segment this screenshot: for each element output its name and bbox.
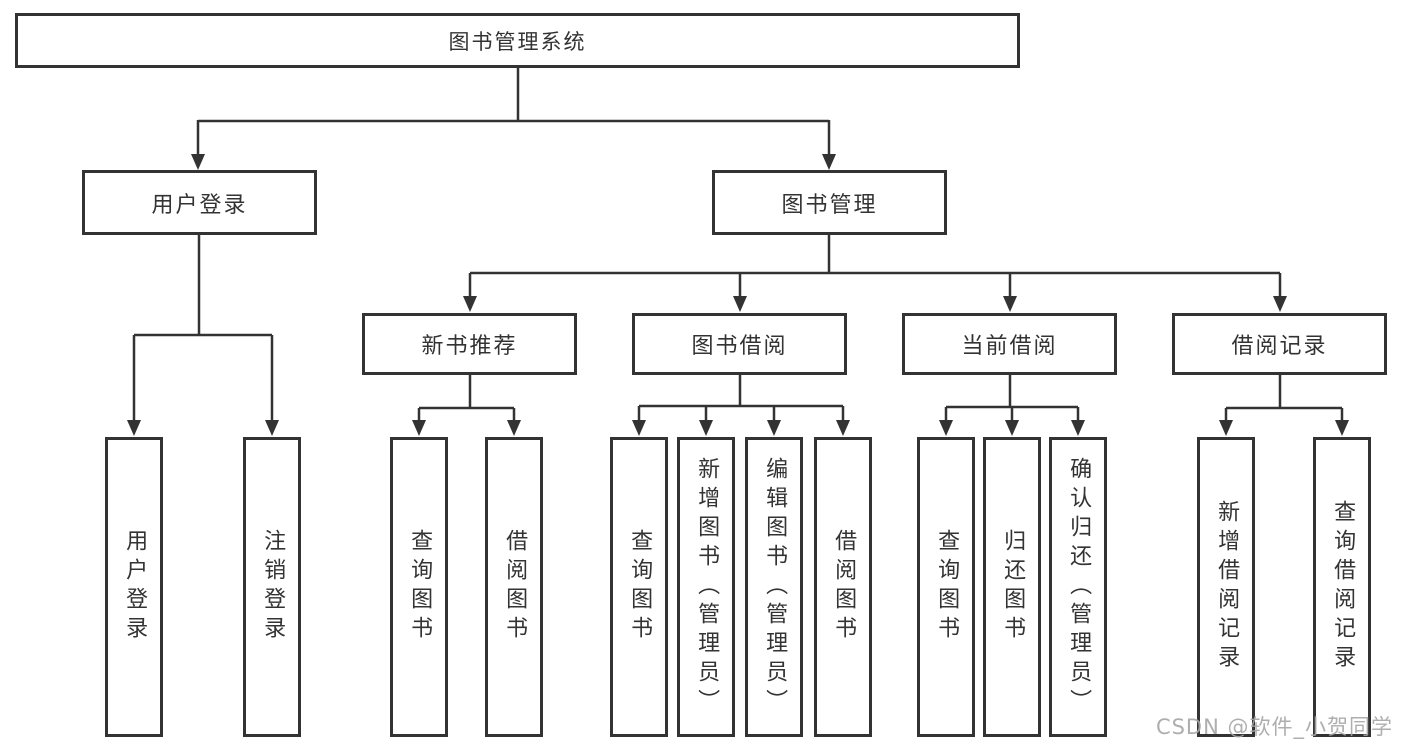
node-book-borrow: 图书借阅 <box>632 313 847 375</box>
tree-edges <box>132 68 1344 422</box>
node-borrow-edit-book-label: 编辑图书（管理员） <box>762 456 788 718</box>
node-current-query-book-label: 查询图书 <box>934 529 960 645</box>
node-user-login-label: 用户登录 <box>151 192 248 218</box>
node-borrow-add-book: 新增图书（管理员） <box>677 437 735 737</box>
csdn-watermark: CSDN @软件_小贺同学 <box>1155 715 1393 739</box>
node-user-login: 用户登录 <box>82 170 317 235</box>
node-new-book-recommend-label: 新书推荐 <box>421 334 518 359</box>
node-leaf-user-login-label: 用户登录 <box>122 529 148 645</box>
node-leaf-logout: 注销登录 <box>243 437 301 737</box>
node-current-return-book: 归还图书 <box>983 437 1041 737</box>
node-book-management: 图书管理 <box>712 170 947 235</box>
node-records-add-record-label: 新增借阅记录 <box>1214 500 1240 674</box>
node-root-label: 图书管理系统 <box>448 29 587 54</box>
node-leaf-user-login: 用户登录 <box>105 437 163 737</box>
node-recommend-borrow-book-label: 借阅图书 <box>502 529 528 645</box>
node-borrow-edit-book: 编辑图书（管理员） <box>745 437 803 737</box>
node-current-confirm-return-label: 确认归还（管理员） <box>1066 456 1092 718</box>
node-borrow-borrow-book-label: 借阅图书 <box>831 529 857 645</box>
node-borrow-query-book-label: 查询图书 <box>627 529 653 645</box>
node-records-add-record: 新增借阅记录 <box>1197 437 1255 737</box>
node-book-management-label: 图书管理 <box>781 192 878 218</box>
node-root: 图书管理系统 <box>15 13 1020 68</box>
node-borrow-borrow-book: 借阅图书 <box>814 437 872 737</box>
node-current-confirm-return: 确认归还（管理员） <box>1049 437 1107 737</box>
node-leaf-logout-label: 注销登录 <box>260 529 286 645</box>
node-records-query-record: 查询借阅记录 <box>1313 437 1371 737</box>
node-borrow-query-book: 查询图书 <box>610 437 668 737</box>
node-current-borrow-label: 当前借阅 <box>961 334 1058 359</box>
node-book-borrow-label: 图书借阅 <box>691 334 788 359</box>
node-current-return-book-label: 归还图书 <box>1000 529 1026 645</box>
node-recommend-borrow-book: 借阅图书 <box>485 437 543 737</box>
arrow-heads <box>127 154 1349 436</box>
node-borrow-records: 借阅记录 <box>1172 313 1387 375</box>
node-recommend-query-book: 查询图书 <box>390 437 448 737</box>
node-current-borrow: 当前借阅 <box>902 313 1117 375</box>
node-recommend-query-book-label: 查询图书 <box>407 529 433 645</box>
node-records-query-record-label: 查询借阅记录 <box>1330 500 1356 674</box>
node-new-book-recommend: 新书推荐 <box>362 313 577 375</box>
node-borrow-records-label: 借阅记录 <box>1231 334 1328 359</box>
node-current-query-book: 查询图书 <box>917 437 975 737</box>
node-borrow-add-book-label: 新增图书（管理员） <box>694 456 720 718</box>
